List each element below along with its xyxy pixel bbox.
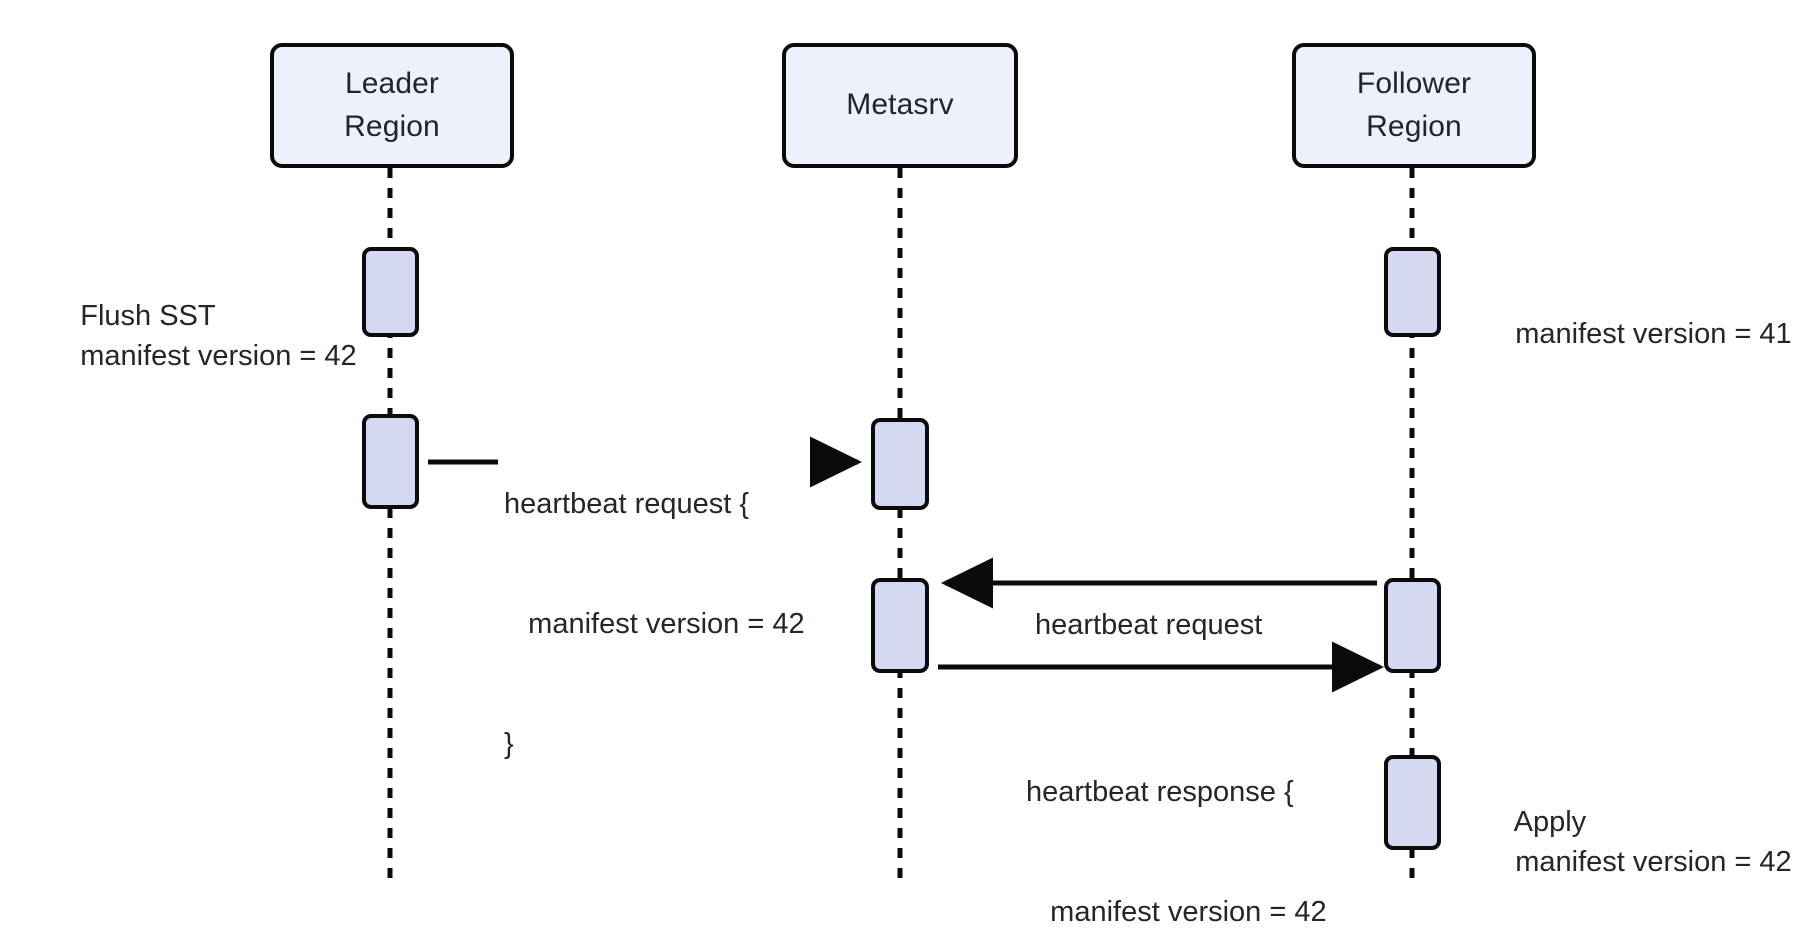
participant-leader-region-line1: Leader: [344, 66, 439, 100]
msg-heartbeat-request-follower-label: heartbeat request: [1035, 525, 1262, 725]
msg-heartbeat-response-line2: manifest version = 42: [1026, 896, 1327, 929]
msg-heartbeat-response-label: heartbeat response { manifest version = …: [1026, 692, 1327, 936]
activation-metasrv-heartbeat-exchange: [871, 578, 929, 673]
activation-follower-version: [1384, 247, 1441, 337]
participant-follower-region-line1: Follower: [1356, 66, 1472, 100]
participant-follower-region-line2: Region: [1366, 109, 1462, 143]
msg-heartbeat-response-line1: heartbeat response {: [1026, 776, 1294, 809]
note-apply-manifest-version: Apply manifest version = 42: [1483, 762, 1792, 922]
activation-follower-apply: [1384, 755, 1441, 850]
note-apply-line2: manifest version = 42: [1515, 846, 1792, 879]
activation-leader-heartbeat: [362, 414, 419, 509]
msg-heartbeat-request-follower-line1: heartbeat request: [1035, 609, 1263, 642]
msg-heartbeat-request-leader-label: heartbeat request { manifest version = 4…: [504, 404, 805, 844]
note-follower-manifest-version: manifest version = 41: [1483, 274, 1792, 394]
note-flush-sst: Flush SST manifest version = 42: [48, 256, 357, 416]
note-flush-sst-line2: manifest version = 42: [80, 340, 357, 373]
msg-heartbeat-request-leader-line1: heartbeat request {: [504, 488, 750, 521]
participant-leader-region-line2: Region: [344, 109, 440, 143]
activation-leader-flush: [362, 247, 419, 337]
msg-heartbeat-request-leader-line2: manifest version = 42: [504, 608, 805, 641]
activation-metasrv-heartbeat-in: [871, 418, 929, 510]
participant-leader-region[interactable]: Leader Region: [270, 43, 514, 168]
participant-metasrv-line1: Metasrv: [846, 88, 954, 122]
note-apply-line1: Apply: [1513, 806, 1587, 839]
note-follower-manifest-version-line1: manifest version = 41: [1515, 318, 1792, 351]
participant-metasrv[interactable]: Metasrv: [782, 43, 1018, 168]
msg-heartbeat-request-leader-line3: }: [504, 728, 514, 761]
note-flush-sst-line1: Flush SST: [80, 300, 216, 333]
activation-follower-heartbeat: [1384, 578, 1441, 673]
participant-follower-region[interactable]: Follower Region: [1292, 43, 1536, 168]
